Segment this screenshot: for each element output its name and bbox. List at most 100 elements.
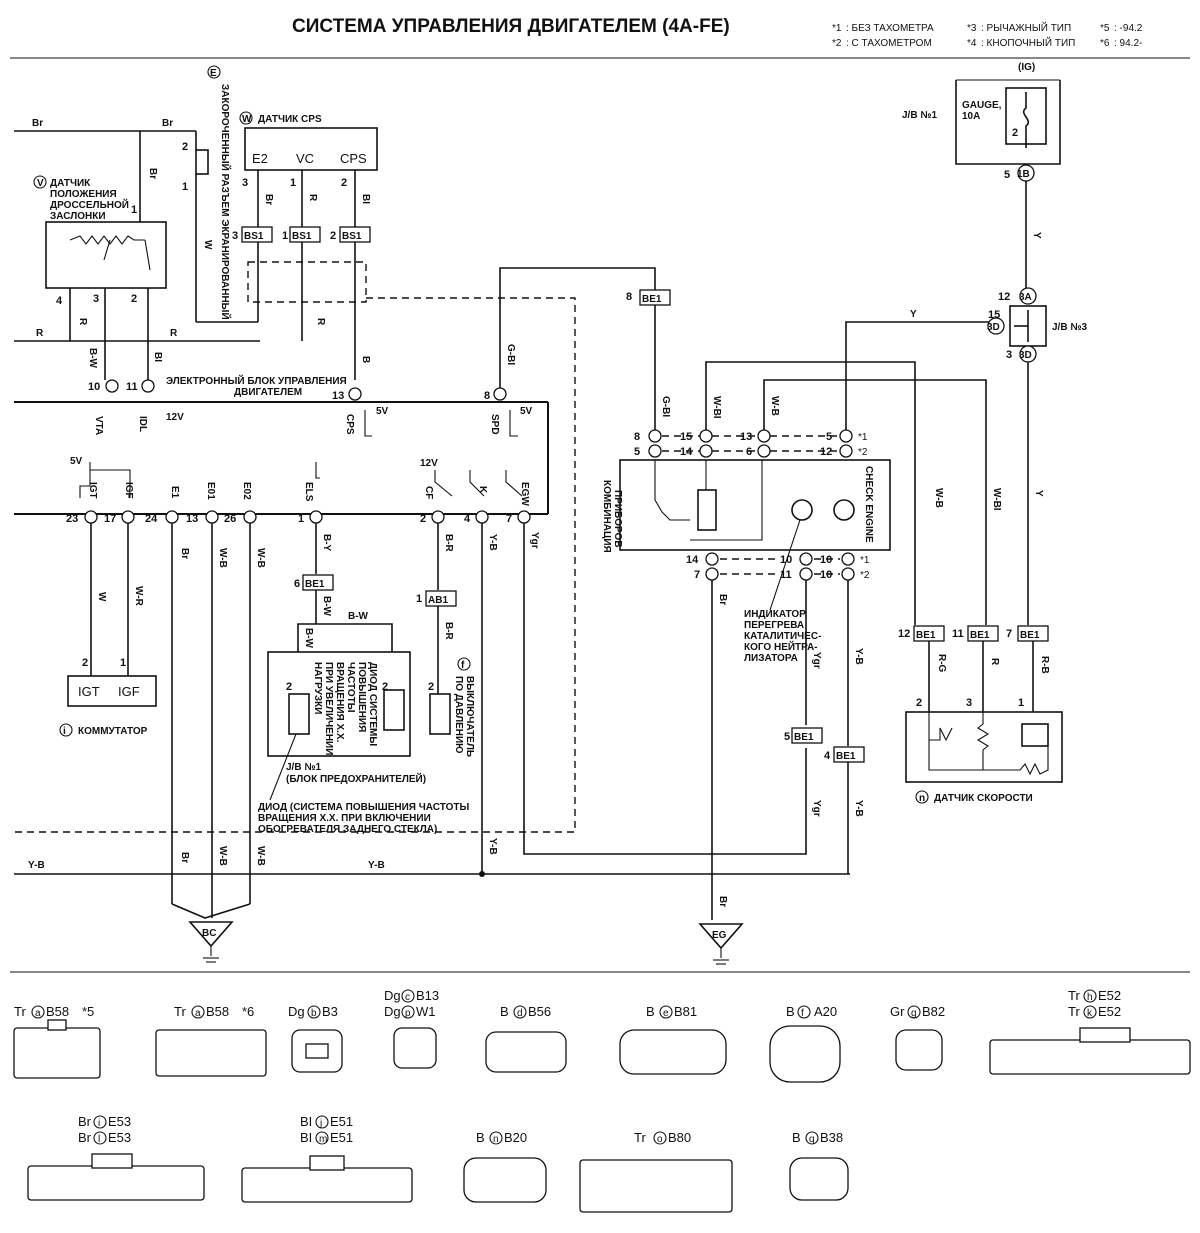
pressure-letter-circle <box>457 657 471 671</box>
shield-dashed-line <box>14 297 576 833</box>
ecu-pin-24-marker <box>165 510 179 524</box>
legend-text-2: : С ТАХОМЕТРОМ <box>846 38 932 49</box>
combo-internal-3 <box>690 460 763 541</box>
cv4-letter2-circle <box>401 1005 415 1019</box>
cv13-shape <box>579 1159 733 1213</box>
speed-transistor <box>928 712 953 742</box>
wire-label-r-1: R <box>36 328 44 339</box>
wire-label-rg: R-G <box>936 654 947 673</box>
ecu-pin-10: 10 <box>88 381 100 393</box>
be1-pin-7: 7 <box>1006 628 1012 640</box>
ecu-term-egw: EGW <box>519 482 530 506</box>
combo-pin-7: 7 <box>694 569 700 581</box>
cv10-code: E53 <box>108 1114 131 1129</box>
speed-ic <box>1021 723 1049 747</box>
legend-text-4: : КНОПОЧНЫЙ ТИП <box>981 36 1075 49</box>
wire-label-bi-2: BI <box>360 194 371 204</box>
cv11-code2: E51 <box>330 1130 353 1145</box>
cv10-letter2-circle <box>93 1131 107 1145</box>
ecu-label-1: ЭЛЕКТРОННЫЙ БЛОК УПРАВЛЕНИЯ <box>166 374 347 387</box>
cv11-letter2: m <box>319 1134 327 1145</box>
connector-be1-label-6: BE1 <box>970 630 990 641</box>
catalyst-label-5: ЛИЗАТОРА <box>744 653 798 664</box>
wire-label-bw-2: B-W <box>321 596 332 617</box>
wire-label-gbi-2: G-BI <box>660 396 671 417</box>
combo-pin-5: 5 <box>634 446 640 458</box>
connector-bs1-3 <box>339 226 371 243</box>
jb1-label-1: J/B №1 <box>286 762 321 773</box>
ecu-term-e01: E01 <box>205 482 216 500</box>
cv14-shape <box>789 1157 849 1201</box>
wire-label-r-6: R <box>989 658 1000 666</box>
ground-eg-symbol <box>698 923 744 950</box>
ecu-term-cps: CPS <box>344 414 355 435</box>
throttle-pin-2: 2 <box>131 293 137 305</box>
throttle-sensor-letter: V <box>37 178 44 189</box>
wire-bw-split <box>297 623 393 652</box>
speed-sensor: 2 3 1 n ДАТЧИК СКОРОСТИ <box>905 697 1063 804</box>
cv5-color: B <box>500 1004 509 1019</box>
cv1-note: *5 <box>82 1004 94 1019</box>
jb1-diode-text-5: ПРИ УВЕЛИЧЕНИИ <box>323 662 334 755</box>
cv13-color: Tr <box>634 1130 646 1145</box>
cv11-color: BI <box>300 1114 312 1129</box>
cv4-color: Dg <box>384 988 401 1003</box>
wire-label-r-3: R <box>77 318 88 326</box>
ecu-pin-1: 1 <box>298 513 304 525</box>
combo-pin-14: 14 <box>680 446 693 458</box>
speed-pin-2: 2 <box>916 697 922 709</box>
ecu-pin-2: 2 <box>420 513 426 525</box>
ecu-label-2: ДВИГАТЕЛЕМ <box>234 387 302 398</box>
cps-pin-cps: CPS <box>340 151 367 166</box>
catalyst-lamp <box>791 499 813 521</box>
wire-label-r-4: R <box>307 194 318 202</box>
igniter-body <box>67 675 157 707</box>
pressure-pin-2: 2 <box>428 681 434 693</box>
ecu-v5-2: 5V <box>520 406 533 417</box>
cv8-color: Gr <box>890 1004 905 1019</box>
cv1-letter-circle <box>31 1005 45 1019</box>
combination-meter: КОМБИНАЦИЯ ПРИБОРОВ CHECK ENGINE 8 5 15 … <box>601 429 891 664</box>
diode-note-1: ДИОД (СИСТЕМА ПОВЫШЕНИЯ ЧАСТОТЫ <box>258 802 469 813</box>
connector-be1-yb <box>833 746 865 763</box>
wire-label-br-cf: B-R <box>443 534 454 553</box>
wire-ygr-egw <box>523 523 807 855</box>
pressure-label-2: ПО ДАВЛЕНИЮ <box>453 676 464 753</box>
cv4-color2: Dg <box>384 1004 401 1019</box>
wire-label-yb-k: Y-B <box>487 534 498 551</box>
combo-pin-5b: 5 <box>826 431 832 443</box>
cv7-color: B <box>786 1004 795 1019</box>
connector-view-tr-b80: Tr o B80 <box>579 1130 733 1213</box>
legend-mark-1: *1 <box>832 23 842 34</box>
throttle-sensor-label-1: ДАТЧИК <box>50 178 91 189</box>
cv2-letter-circle <box>191 1005 205 1019</box>
catalyst-label-3: КАТАЛИТИЧЕС- <box>744 631 821 642</box>
wire-label-br-1: Br <box>32 118 43 129</box>
catalyst-label-1: ИНДИКАТОР <box>744 609 806 620</box>
ecu-pin-13-marker <box>348 387 362 401</box>
cv13-letter: o <box>657 1134 663 1145</box>
cps-letter: W <box>242 114 252 125</box>
connector-view-br-e53: Br i E53 Br l E53 <box>27 1114 205 1201</box>
wire-label-br-6: Br <box>179 852 190 863</box>
ecu-term-els: ELS <box>303 482 314 502</box>
cv9-code2: E52 <box>1098 1004 1121 1019</box>
legend-text-6: : 94.2- <box>1114 38 1142 49</box>
jb1-diode-text-2: ПОВЫШЕНИЯ <box>356 662 367 732</box>
combo-pin-13-marker <box>757 429 771 443</box>
wire-label-gbi-1: G-BI <box>505 344 516 365</box>
igniter-label-igf: IGF <box>118 684 140 699</box>
ecu-pin-4: 4 <box>464 513 471 525</box>
cv11-letter: j <box>319 1118 322 1129</box>
cv11-letter-circle <box>315 1115 329 1129</box>
combo-note-4: *2 <box>860 570 870 581</box>
ecu-pin-7: 7 <box>506 513 512 525</box>
combo-pin-8: 8 <box>634 431 640 443</box>
combo-pin-5-marker <box>648 444 662 458</box>
ecu-egw-switch <box>505 470 523 497</box>
cv14-code: B38 <box>820 1130 843 1145</box>
cv7-letter: f <box>801 1008 804 1019</box>
pressure-label-1: ВЫКЛЮЧАТЕЛЬ <box>464 676 475 757</box>
combo-pin-8-marker <box>648 429 662 443</box>
cps-sensor: W ДАТЧИК CPS E2 VC CPS 3 1 2 Br R BI R B… <box>232 111 378 380</box>
